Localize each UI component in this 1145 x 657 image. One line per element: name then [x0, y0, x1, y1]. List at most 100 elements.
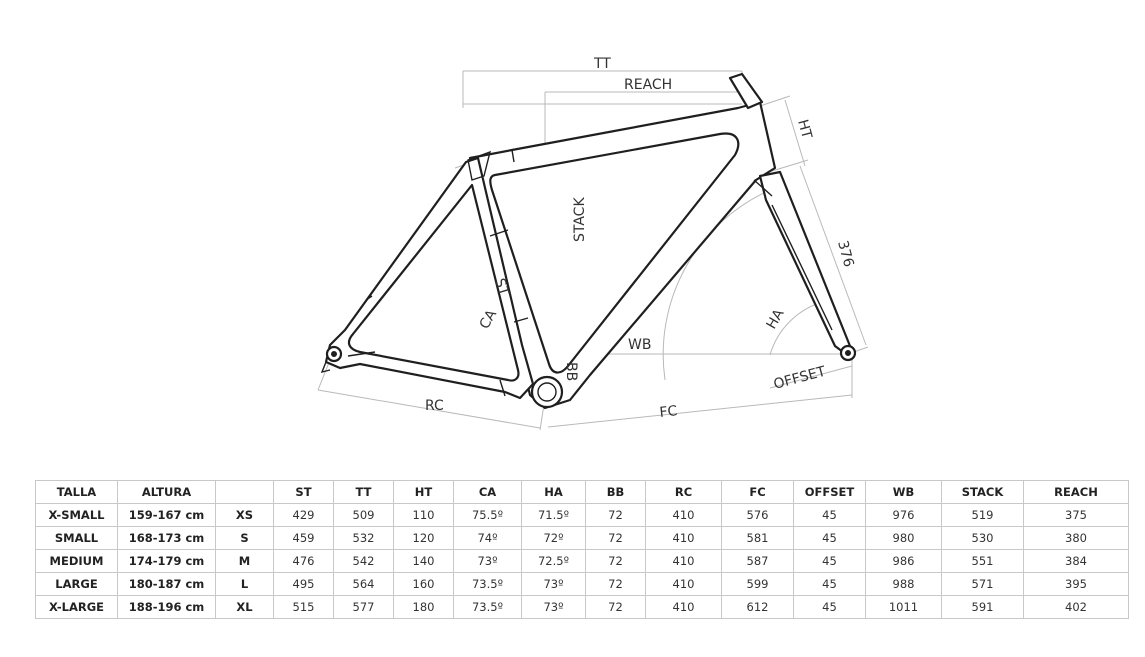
table-cell: 612 [721, 595, 794, 619]
table-cell: 599 [721, 572, 794, 596]
table-cell: 73.5º [453, 595, 522, 619]
table-cell: 980 [865, 526, 942, 550]
table-cell: 542 [333, 549, 394, 573]
column-header: RC [645, 480, 722, 504]
column-header: ST [273, 480, 334, 504]
column-header: ALTURA [117, 480, 216, 504]
table-cell: 72 [585, 595, 646, 619]
column-header [215, 480, 274, 504]
table-cell: S [215, 526, 274, 550]
label-bb: BB [563, 362, 579, 381]
table-cell: 73º [521, 572, 586, 596]
table-cell: M [215, 549, 274, 573]
column-header: HA [521, 480, 586, 504]
table-cell: L [215, 572, 274, 596]
frame-geometry-diagram: TT REACH HT STACK 376 ST CA HA WB BB OFF… [317, 56, 869, 431]
table-cell: 380 [1023, 526, 1129, 550]
table-cell: 73.5º [453, 572, 522, 596]
table-cell: 410 [645, 526, 722, 550]
table-cell: 45 [793, 572, 866, 596]
table-cell: 1011 [865, 595, 942, 619]
table-cell: XS [215, 503, 274, 527]
table-cell: MEDIUM [35, 549, 118, 573]
column-header: TT [333, 480, 394, 504]
table-cell: 410 [645, 595, 722, 619]
table-cell: 180-187 cm [117, 572, 216, 596]
column-header: WB [865, 480, 942, 504]
table-cell: 564 [333, 572, 394, 596]
table-cell: 476 [273, 549, 334, 573]
table-cell: 429 [273, 503, 334, 527]
table-cell: 509 [333, 503, 394, 527]
table-cell: 160 [393, 572, 454, 596]
table-cell: 72 [585, 526, 646, 550]
table-cell: XL [215, 595, 274, 619]
table-cell: LARGE [35, 572, 118, 596]
column-header: HT [393, 480, 454, 504]
table-cell: 395 [1023, 572, 1129, 596]
table-cell: 120 [393, 526, 454, 550]
table-cell: 174-179 cm [117, 549, 216, 573]
table-cell: X-LARGE [35, 595, 118, 619]
table-cell: 495 [273, 572, 334, 596]
table-cell: 75.5º [453, 503, 522, 527]
table-cell: 45 [793, 595, 866, 619]
table-cell: 72º [521, 526, 586, 550]
table-cell: 986 [865, 549, 942, 573]
table-cell: 180 [393, 595, 454, 619]
table-cell: 515 [273, 595, 334, 619]
table-cell: 577 [333, 595, 394, 619]
table-cell: 72 [585, 572, 646, 596]
label-stack: STACK [572, 197, 588, 242]
label-rc: RC [425, 398, 444, 414]
label-ht: HT [794, 118, 815, 141]
table-cell: 532 [333, 526, 394, 550]
table-cell: 410 [645, 572, 722, 596]
table-cell: 159-167 cm [117, 503, 216, 527]
table-cell: SMALL [35, 526, 118, 550]
table-cell: 587 [721, 549, 794, 573]
table-cell: X-SMALL [35, 503, 118, 527]
table-cell: 72 [585, 549, 646, 573]
table-cell: 73º [521, 595, 586, 619]
table-cell: 988 [865, 572, 942, 596]
table-cell: 72.5º [521, 549, 586, 573]
table-cell: 375 [1023, 503, 1129, 527]
table-cell: 410 [645, 549, 722, 573]
table-cell: 168-173 cm [117, 526, 216, 550]
table-cell: 45 [793, 526, 866, 550]
table-cell: 73º [453, 549, 522, 573]
table-cell: 581 [721, 526, 794, 550]
table-cell: 551 [941, 549, 1024, 573]
label-fork-length: 376 [834, 239, 856, 269]
column-header: STACK [941, 480, 1024, 504]
column-header: FC [721, 480, 794, 504]
label-offset: OFFSET [772, 364, 828, 393]
column-header: OFFSET [793, 480, 866, 504]
table-cell: 459 [273, 526, 334, 550]
table-cell: 45 [793, 503, 866, 527]
table-cell: 410 [645, 503, 722, 527]
table-cell: 530 [941, 526, 1024, 550]
table-cell: 71.5º [521, 503, 586, 527]
table-cell: 402 [1023, 595, 1129, 619]
table-cell: 519 [941, 503, 1024, 527]
table-cell: 110 [393, 503, 454, 527]
column-header: REACH [1023, 480, 1129, 504]
label-st: ST [491, 276, 512, 298]
bike-frame [320, 72, 857, 410]
table-cell: 384 [1023, 549, 1129, 573]
table-cell: 571 [941, 572, 1024, 596]
label-wb: WB [628, 337, 651, 353]
table-cell: 72 [585, 503, 646, 527]
table-cell: 576 [721, 503, 794, 527]
label-fc: FC [659, 403, 679, 421]
table-cell: 591 [941, 595, 1024, 619]
table-cell: 976 [865, 503, 942, 527]
